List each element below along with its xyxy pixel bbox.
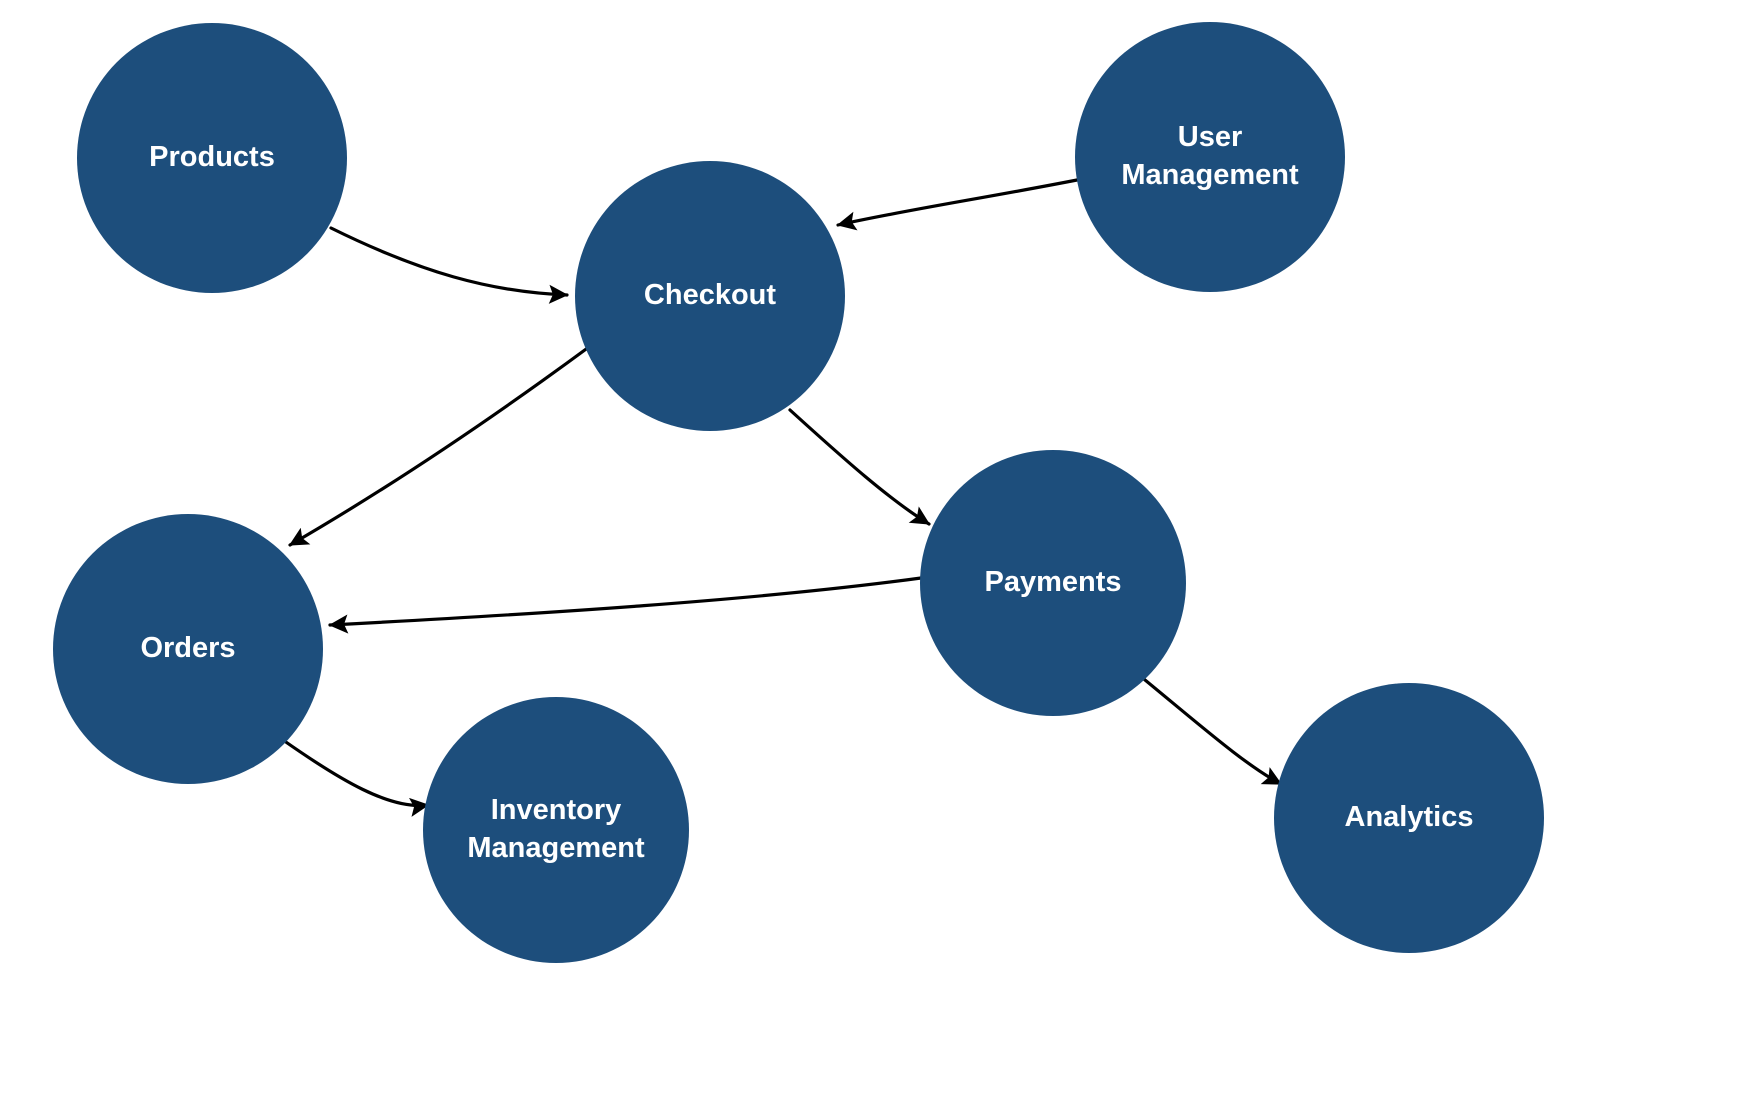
edge-checkout-to-orders	[288, 342, 595, 547]
edge-user-management-to-checkout	[836, 178, 1079, 231]
edge-payments-to-orders	[328, 576, 923, 634]
node-products[interactable]: Products	[77, 23, 347, 293]
node-circle-checkout[interactable]	[575, 161, 845, 431]
node-analytics[interactable]: Analytics	[1274, 683, 1544, 953]
edge-payments-to-analytics	[1137, 673, 1283, 786]
node-circle-orders[interactable]	[53, 514, 323, 784]
edge-orders-to-inventory-management	[281, 738, 430, 817]
edge-checkout-to-payments	[788, 408, 931, 526]
node-circle-user-management[interactable]	[1075, 22, 1345, 292]
edges-layer	[281, 178, 1283, 817]
node-payments[interactable]: Payments	[920, 450, 1186, 716]
node-circle-products[interactable]	[77, 23, 347, 293]
edge-products-to-checkout	[329, 226, 569, 304]
node-orders[interactable]: Orders	[53, 514, 323, 784]
node-circle-analytics[interactable]	[1274, 683, 1544, 953]
node-circle-payments[interactable]	[920, 450, 1186, 716]
node-circle-inventory-management[interactable]	[423, 697, 689, 963]
node-checkout[interactable]: Checkout	[575, 161, 845, 431]
